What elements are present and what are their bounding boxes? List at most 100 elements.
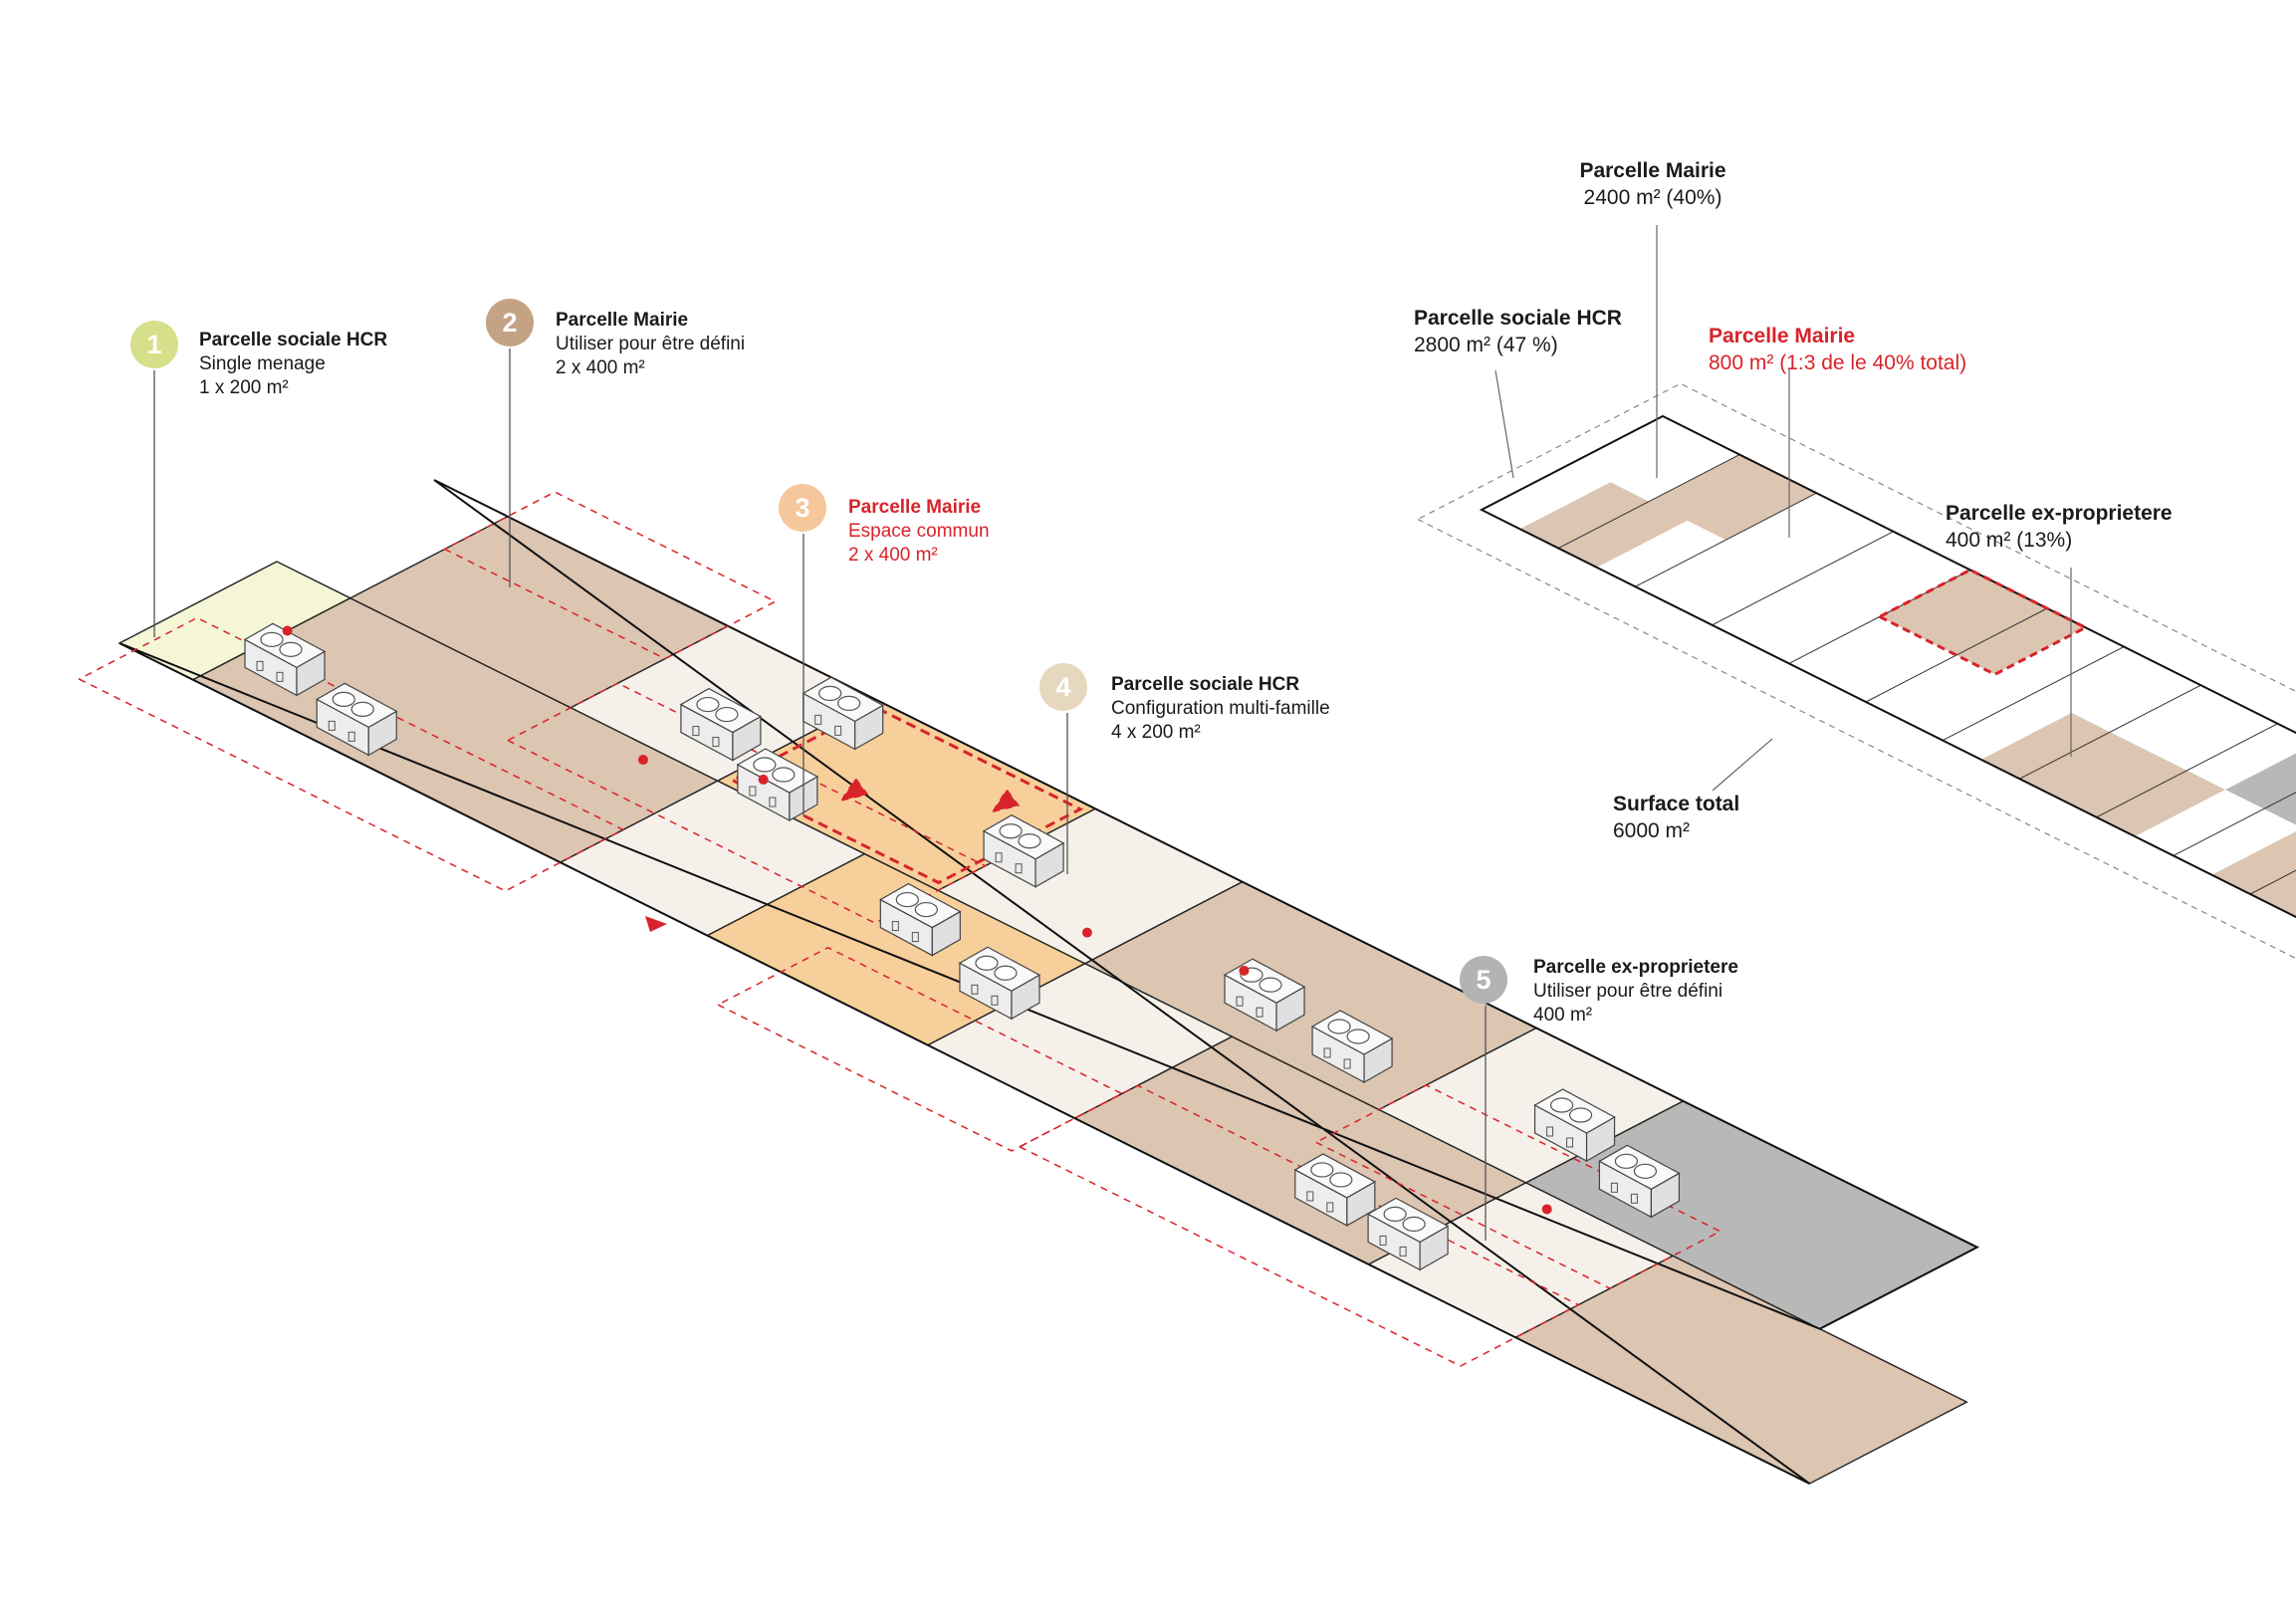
badge-1: 1 bbox=[130, 321, 178, 368]
summary-mairie-red-value: 800 m² (1:3 de le 40% total) bbox=[1709, 351, 1967, 374]
mini-divider bbox=[1635, 492, 1817, 587]
callout-4-title: Parcelle sociale HCR bbox=[1111, 674, 1300, 695]
strip-outline bbox=[118, 479, 1980, 1485]
callout-2-line-1: Utiliser pour être défini bbox=[556, 334, 746, 354]
mini-cell bbox=[1635, 540, 1764, 606]
summary-sociale-title: Parcelle sociale HCR bbox=[1414, 307, 1622, 330]
entry-dot bbox=[1541, 1204, 1552, 1215]
callout-1-title: Parcelle sociale HCR bbox=[199, 330, 388, 350]
callout-5-line-2: 400 m² bbox=[1533, 1005, 1593, 1026]
mini-cell bbox=[2071, 665, 2201, 733]
mini-cell bbox=[1558, 501, 1688, 568]
mini-cell bbox=[2110, 685, 2239, 752]
mini-cell bbox=[2096, 770, 2226, 837]
mini-cell bbox=[1943, 693, 2072, 760]
mini-cell bbox=[2135, 790, 2264, 856]
mini-cell bbox=[1649, 454, 1778, 521]
callout-5: Parcelle ex-proprietere Utiliser pour êt… bbox=[1533, 956, 1738, 1028]
callout-2: Parcelle Mairie Utiliser pour être défin… bbox=[556, 309, 745, 380]
summary-total-value: 6000 m² bbox=[1613, 819, 1691, 842]
mini-divider bbox=[2173, 792, 2296, 856]
grouping-outline-0 bbox=[78, 616, 624, 892]
mini-cell bbox=[1712, 577, 1842, 645]
callout-5-title: Parcelle ex-proprietere bbox=[1533, 957, 1738, 978]
arrow-up-icon bbox=[839, 777, 869, 803]
badge-4: 4 bbox=[1039, 663, 1087, 711]
summary-sociale-value: 2800 m² (47 %) bbox=[1414, 334, 1558, 356]
callout-1: Parcelle sociale HCR Single menage 1 x 2… bbox=[199, 329, 387, 400]
callout-1-line-1: Single menage bbox=[199, 353, 326, 374]
summary-total: Surface total 6000 m² bbox=[1613, 791, 1739, 844]
summary-mairie-value: 2400 m² (40%) bbox=[1583, 186, 1722, 209]
mini-cell bbox=[1866, 655, 1995, 722]
summary-ex-value: 400 m² (13%) bbox=[1946, 529, 2073, 552]
callout-5-line-1: Utiliser pour être défini bbox=[1533, 981, 1723, 1002]
badge-2: 2 bbox=[486, 299, 534, 346]
summary-total-title: Surface total bbox=[1613, 793, 1740, 815]
mini-cell bbox=[2033, 646, 2163, 713]
summary-mairie-title: Parcelle Mairie bbox=[1579, 159, 1726, 182]
mini-leader-0 bbox=[1494, 369, 1514, 479]
mini-plan-outline bbox=[1479, 414, 2296, 919]
mini-cell bbox=[1674, 559, 1803, 625]
mini-divider bbox=[2249, 869, 2296, 895]
mini-cell bbox=[2149, 704, 2278, 771]
entry-dot bbox=[282, 625, 293, 636]
mini-cell bbox=[1725, 493, 1855, 560]
grouping-outline-1 bbox=[507, 682, 987, 924]
summary-mairie-red-title: Parcelle Mairie bbox=[1709, 325, 1856, 347]
summary-mairie: Parcelle Mairie 2400 m² (40%) bbox=[1573, 157, 1732, 211]
mini-cell bbox=[1980, 712, 2111, 780]
mini-cell bbox=[2211, 831, 2296, 894]
mini-divider bbox=[1712, 531, 1894, 626]
mini-cell bbox=[2263, 792, 2296, 825]
summary-ex: Parcelle ex-proprietere 400 m² (13%) bbox=[1946, 500, 2173, 554]
callout-1-line-2: 1 x 200 m² bbox=[199, 377, 289, 398]
mini-cell bbox=[1687, 473, 1817, 541]
summary-mairie-red: Parcelle Mairie 800 m² (1:3 de le 40% to… bbox=[1709, 323, 1966, 376]
mini-cell bbox=[2225, 753, 2296, 809]
callout-4-line-1: Configuration multi-famille bbox=[1111, 698, 1330, 719]
mini-cell bbox=[1956, 608, 2086, 675]
badge-3: 3 bbox=[779, 484, 826, 532]
callout-2-title: Parcelle Mairie bbox=[556, 310, 689, 331]
callout-3-line-2: 2 x 400 m² bbox=[848, 545, 938, 566]
mini-cell bbox=[1572, 416, 1702, 483]
arrow-right-icon bbox=[645, 916, 667, 932]
mini-cell bbox=[1904, 674, 2034, 741]
summary-ex-title: Parcelle ex-proprietere bbox=[1946, 502, 2173, 525]
mini-cell bbox=[2186, 723, 2296, 791]
entry-dot bbox=[1239, 965, 1250, 976]
mini-cell bbox=[1610, 435, 1740, 502]
grouping-outline-2 bbox=[717, 946, 1123, 1152]
mini-divider bbox=[1942, 646, 2125, 742]
grouping-outline-4 bbox=[1315, 1084, 1722, 1289]
callout-4-line-2: 4 x 200 m² bbox=[1111, 722, 1201, 743]
mini-divider bbox=[1557, 454, 1740, 550]
mini-cell bbox=[1482, 463, 1611, 530]
entry-dot bbox=[758, 774, 769, 785]
mini-cell bbox=[1519, 482, 1650, 549]
callout-3-title: Parcelle Mairie bbox=[848, 497, 982, 518]
callout-4: Parcelle sociale HCR Configuration multi… bbox=[1111, 673, 1330, 745]
mini-cell bbox=[1841, 551, 1970, 617]
arrow-left-icon bbox=[991, 788, 1021, 813]
callout-3: Parcelle Mairie Espace commun 2 x 400 m² bbox=[848, 496, 990, 568]
grouping-outline-3 bbox=[1019, 1084, 1580, 1367]
mini-cell bbox=[1879, 570, 2009, 636]
mini-divider bbox=[1865, 607, 2048, 703]
mini-divider bbox=[2096, 723, 2278, 818]
mini-cell bbox=[1918, 588, 2047, 655]
mini-cell bbox=[2019, 732, 2149, 799]
mini-mairie-highlight bbox=[1876, 568, 2089, 676]
mini-cell bbox=[1994, 627, 2125, 694]
callout-3-line-1: Espace commun bbox=[848, 521, 990, 542]
mini-cell bbox=[2173, 808, 2296, 875]
entry-dot bbox=[637, 755, 648, 766]
mini-cell bbox=[2250, 870, 2296, 914]
mini-divider bbox=[2019, 684, 2201, 780]
mini-cell bbox=[2058, 751, 2187, 817]
mini-leader-4 bbox=[1712, 738, 1773, 792]
callout-2-line-2: 2 x 400 m² bbox=[556, 357, 645, 378]
